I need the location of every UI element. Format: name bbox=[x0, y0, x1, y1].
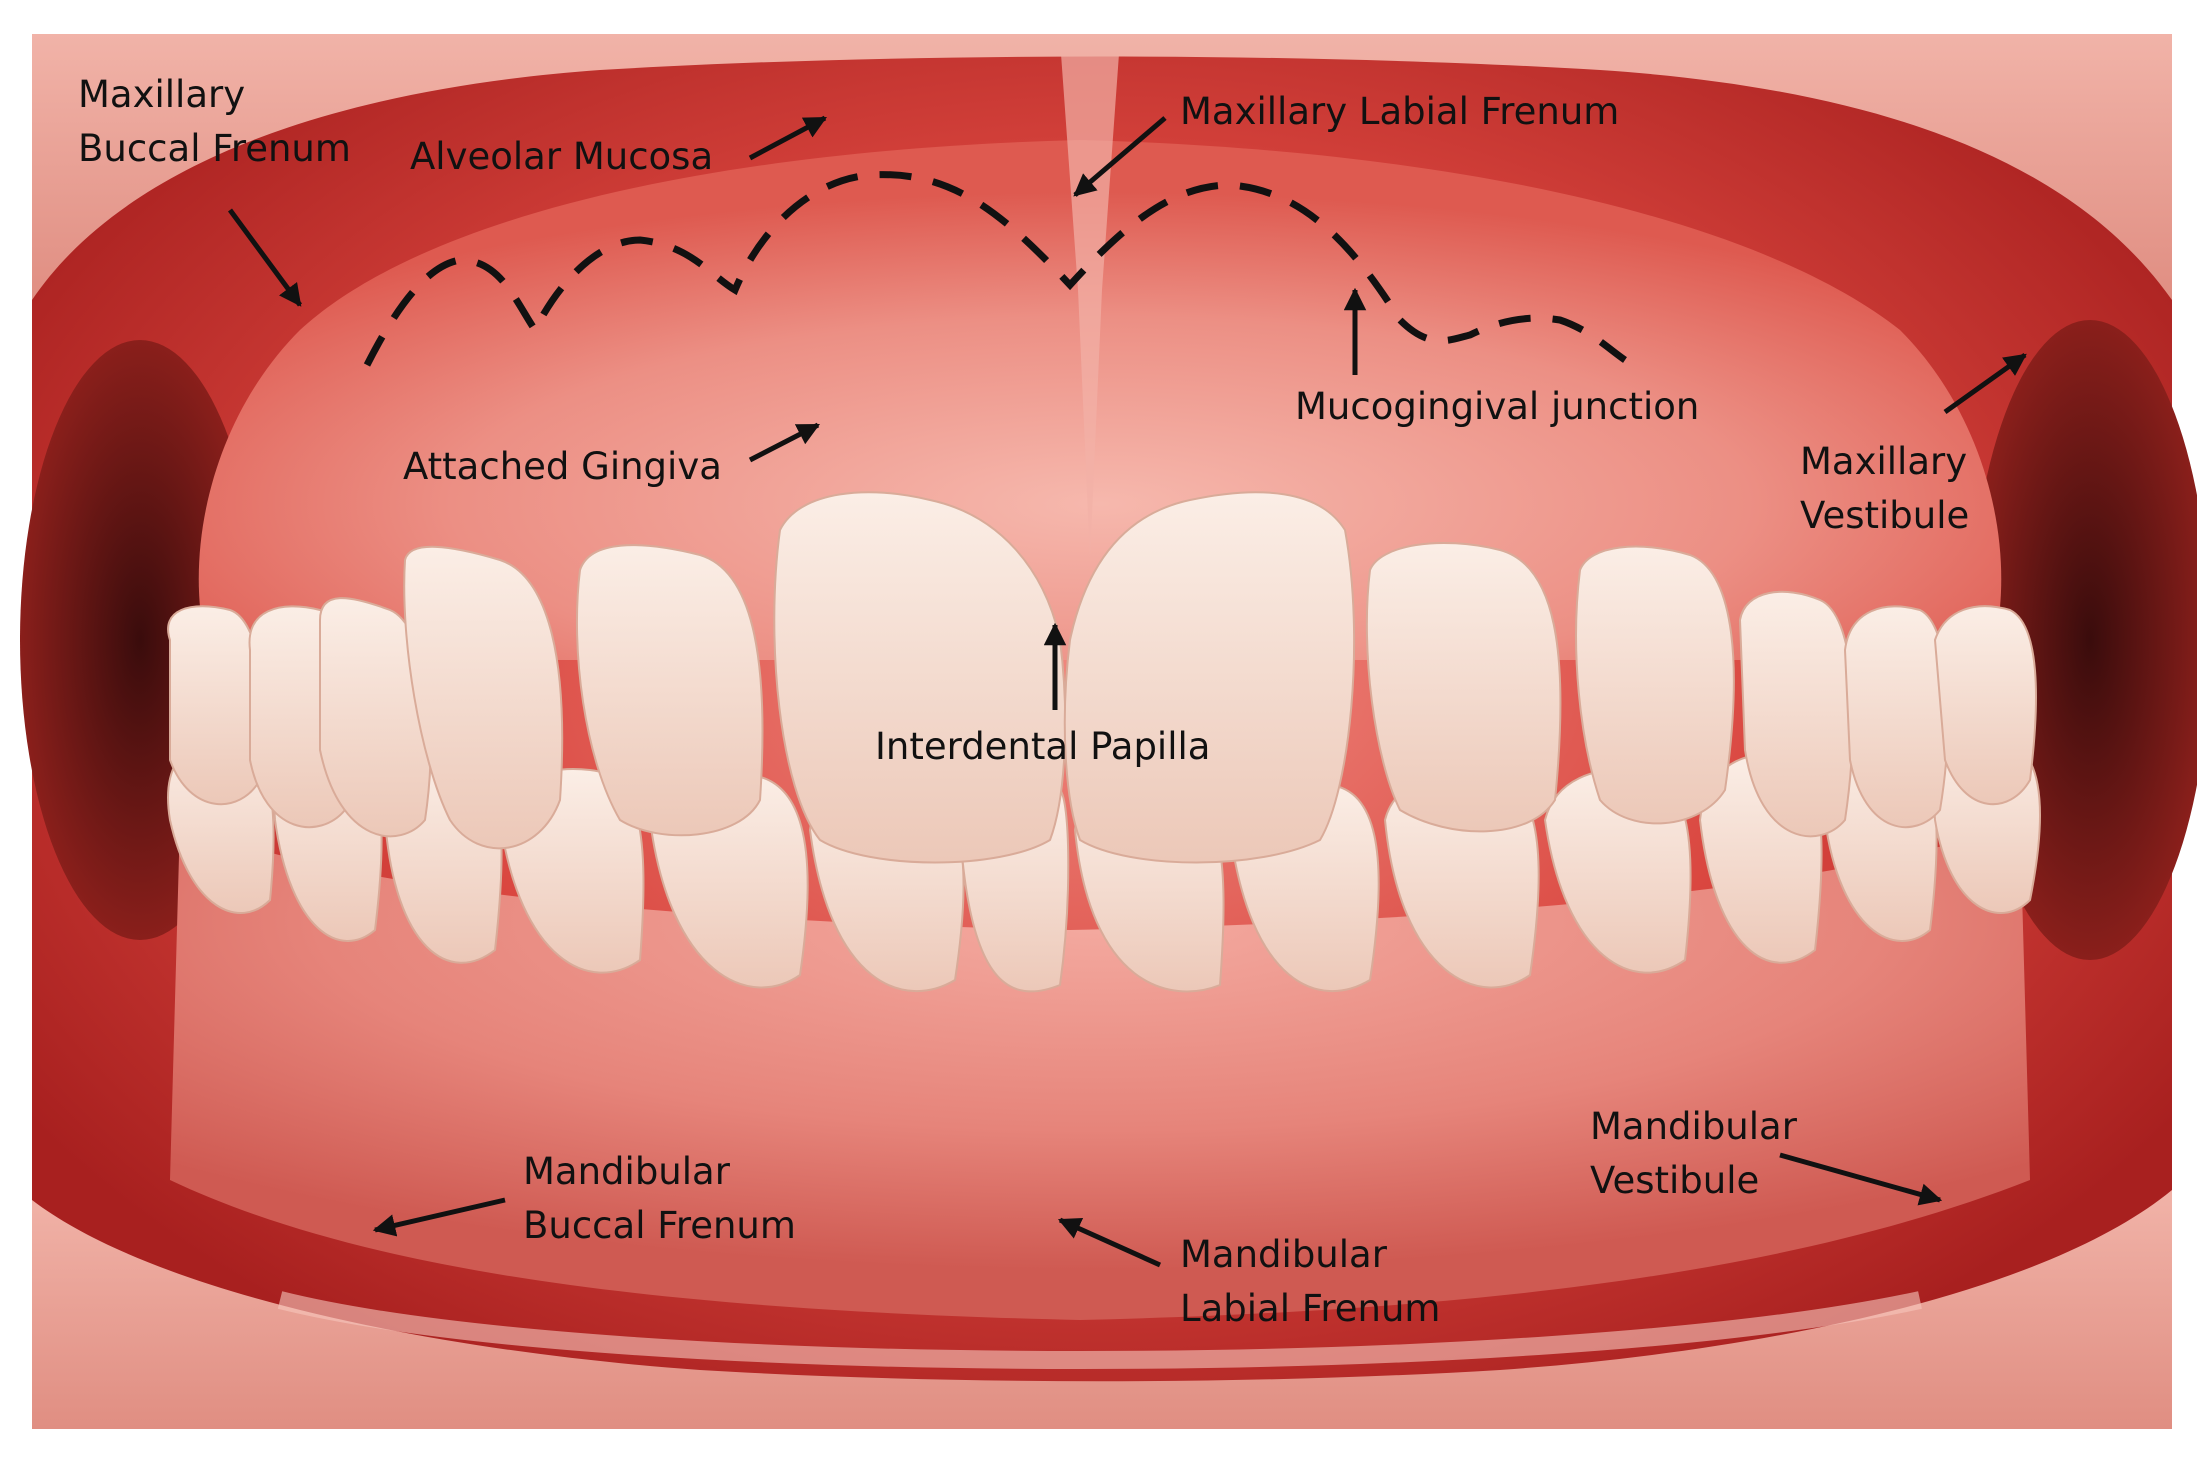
label-maxillary-buccal-frenum-line1: Maxillary bbox=[78, 73, 246, 116]
lower-vestibule-fold bbox=[277, 1291, 1922, 1369]
label-mandibular-vestibule: Mandibular Vestibule bbox=[1590, 1100, 1797, 1208]
label-maxillary-vestibule-line2: Vestibule bbox=[1800, 494, 1970, 537]
label-mandibular-vestibule-line2: Vestibule bbox=[1590, 1159, 1760, 1202]
arrow-maxillary-vestibule bbox=[1943, 352, 2027, 415]
label-maxillary-buccal-frenum-line2: Buccal Frenum bbox=[78, 127, 351, 170]
label-mandibular-vestibule-line1: Mandibular bbox=[1590, 1105, 1797, 1148]
arrow-mandibular-buccal-frenum bbox=[372, 1197, 506, 1237]
upper-teeth bbox=[167, 491, 2037, 864]
label-alveolar-mucosa: Alveolar Mucosa bbox=[410, 135, 714, 178]
label-mandibular-labial-frenum: Mandibular Labial Frenum bbox=[1180, 1228, 1440, 1336]
label-interdental-papilla: Interdental Papilla bbox=[875, 725, 1211, 768]
label-maxillary-labial-frenum: Maxillary Labial Frenum bbox=[1180, 90, 1620, 133]
lower-lip bbox=[32, 1190, 2172, 1429]
label-mandibular-labial-frenum-line1: Mandibular bbox=[1180, 1233, 1387, 1276]
pointer-arrows bbox=[227, 115, 2027, 1268]
label-mucogingival-junction: Mucogingival junction bbox=[1295, 385, 1700, 428]
label-maxillary-vestibule-line1: Maxillary bbox=[1800, 440, 1968, 483]
label-maxillary-vestibule: Maxillary Vestibule bbox=[1800, 435, 1969, 543]
arrow-mandibular-vestibule bbox=[1779, 1152, 1943, 1206]
label-mandibular-buccal-frenum: Mandibular Buccal Frenum bbox=[523, 1145, 796, 1253]
arrow-mandibular-labial-frenum bbox=[1057, 1217, 1162, 1268]
arrow-maxillary-buccal-frenum bbox=[227, 208, 303, 307]
mucogingival-junction-line bbox=[363, 171, 1627, 367]
label-mandibular-labial-frenum-line2: Labial Frenum bbox=[1180, 1287, 1441, 1330]
arrow-attached-gingiva bbox=[748, 422, 821, 463]
label-mandibular-buccal-frenum-line2: Buccal Frenum bbox=[523, 1204, 796, 1247]
arrow-alveolar-mucosa bbox=[748, 115, 827, 161]
arrow-maxillary-labial-frenum bbox=[1073, 116, 1167, 197]
label-attached-gingiva: Attached Gingiva bbox=[403, 445, 722, 488]
label-maxillary-buccal-frenum: Maxillary Buccal Frenum bbox=[78, 68, 351, 176]
upper-lip bbox=[32, 34, 2172, 300]
upper-gingiva bbox=[198, 140, 2002, 660]
label-mandibular-buccal-frenum-line1: Mandibular bbox=[523, 1150, 730, 1193]
